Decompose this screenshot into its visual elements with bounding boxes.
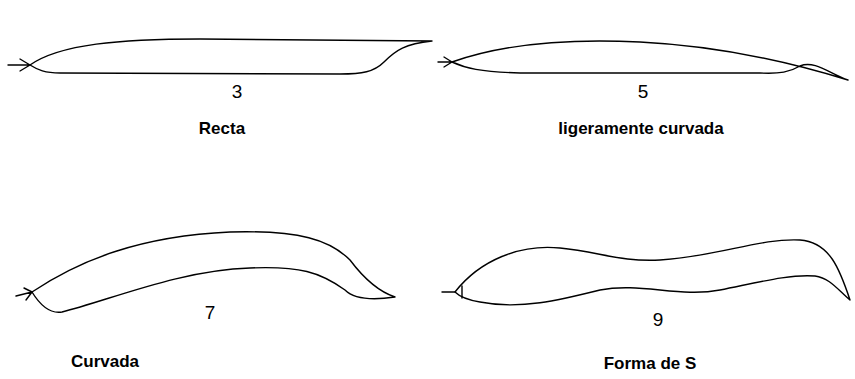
curved-pod	[16, 232, 395, 313]
shape-label: Recta	[199, 120, 245, 139]
shape-label: Forma de S	[604, 355, 697, 374]
shape-label: Curvada	[71, 353, 139, 372]
straight-pod	[8, 39, 432, 74]
s-shaped-pod	[442, 240, 850, 305]
shape-label: ligeramente curvada	[558, 120, 723, 139]
callout-number: 9	[653, 310, 664, 331]
callout-number: 7	[205, 303, 216, 324]
callout-number: 5	[638, 82, 649, 103]
callout-number: 3	[232, 82, 243, 103]
slightly-curved-pod	[438, 41, 848, 80]
